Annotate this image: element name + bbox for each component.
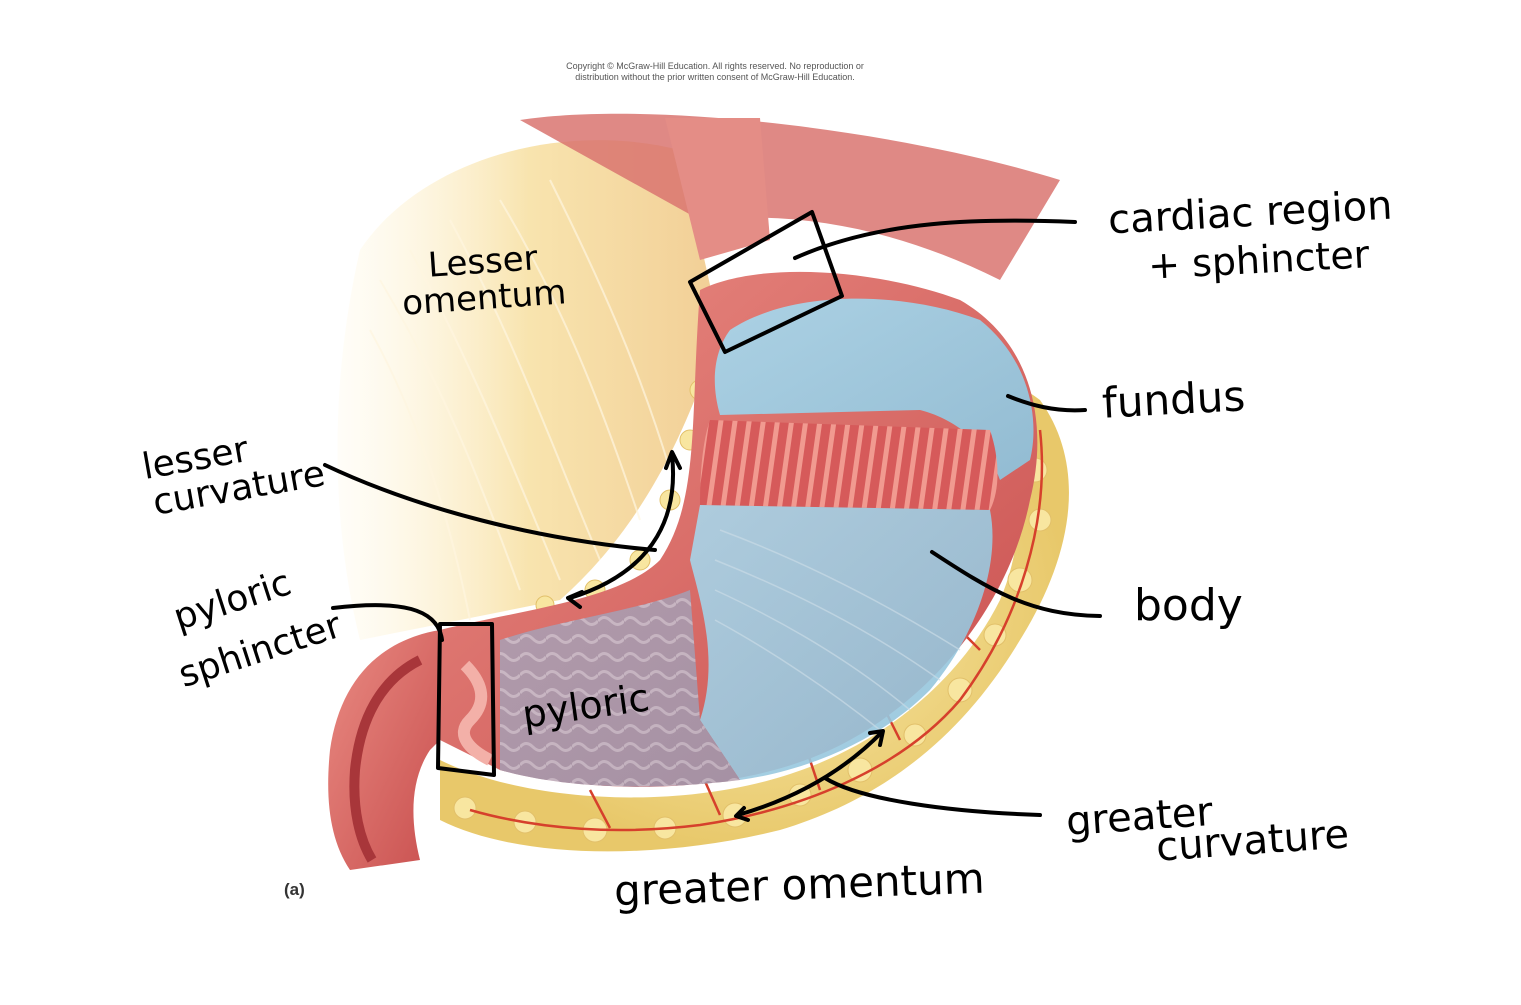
copyright-notice: Copyright © McGraw-Hill Education. All r… [520,61,910,83]
lesser-curvature-arrow [568,453,676,600]
lesser-curvature-leader-line [323,463,657,552]
esophagus [665,118,770,260]
greater-curvature-leader-line [823,776,1042,817]
body-mucosa [690,505,993,780]
label-fundus: fundus [1100,371,1247,428]
copyright-line-2: distribution without the prior written c… [575,72,855,82]
cardiac-sphincter-box [688,210,844,354]
cardiac-leader-line [793,218,1077,260]
duodenum [328,630,440,870]
pyloric-sphincter-leader-line [331,603,444,642]
pyloric-sphincter-box [436,622,496,777]
greater-curvature-arrow [736,730,884,817]
panel-letter: (a) [284,880,305,899]
muscle-fibers [714,529,961,731]
body-leader-line [930,550,1102,618]
label-body: body [1134,580,1243,631]
circular-muscle [700,420,998,510]
diaphragm [520,113,1060,280]
copyright-line-1: Copyright © McGraw-Hill Education. All r… [566,61,864,71]
lesser-omentum-sheet [337,140,720,640]
fundus-mucosa [714,298,1034,480]
fundus-leader-line [1006,394,1087,413]
